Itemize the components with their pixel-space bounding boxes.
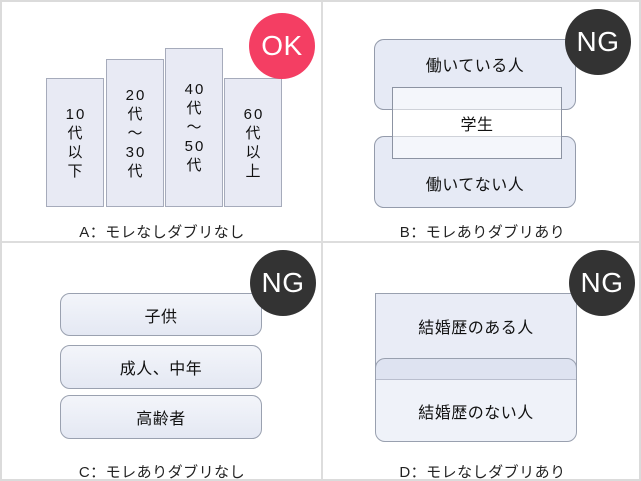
box-never-married-label: 結婚歴のない人: [418, 404, 534, 422]
ok-badge: OK: [249, 13, 315, 79]
ng-badge-c: NG: [250, 250, 316, 316]
box-students: [392, 87, 562, 159]
ng-badge-d: NG: [569, 250, 635, 316]
caption-a: A：モレなしダブリなし: [79, 224, 245, 241]
caption-b: B：モレありダブリあり: [399, 224, 566, 241]
box-ever-married-label: 結婚歴のある人: [418, 319, 534, 337]
box-working-label: 働いている人: [425, 58, 525, 75]
box-adults-label: 成人、中年: [119, 361, 203, 378]
box-adults-middleaged: [60, 345, 262, 389]
box-not-working-label: 働いてない人: [425, 177, 525, 194]
ng-badge-b: NG: [565, 9, 631, 75]
box-never-married: [375, 358, 577, 442]
box-elderly-label: 高齢者: [136, 411, 186, 428]
caption-d: D：モレなしダブリあり: [399, 464, 566, 481]
box-children: [60, 293, 262, 336]
vertical-divider: [321, 2, 323, 479]
overlap-divider: [376, 379, 576, 380]
caption-c: C：モレありダブリなし: [78, 464, 246, 481]
box-elderly: [60, 395, 262, 439]
box-students-label: 学生: [460, 117, 494, 134]
box-children-label: 子供: [144, 308, 178, 326]
horizontal-divider: [2, 241, 639, 243]
